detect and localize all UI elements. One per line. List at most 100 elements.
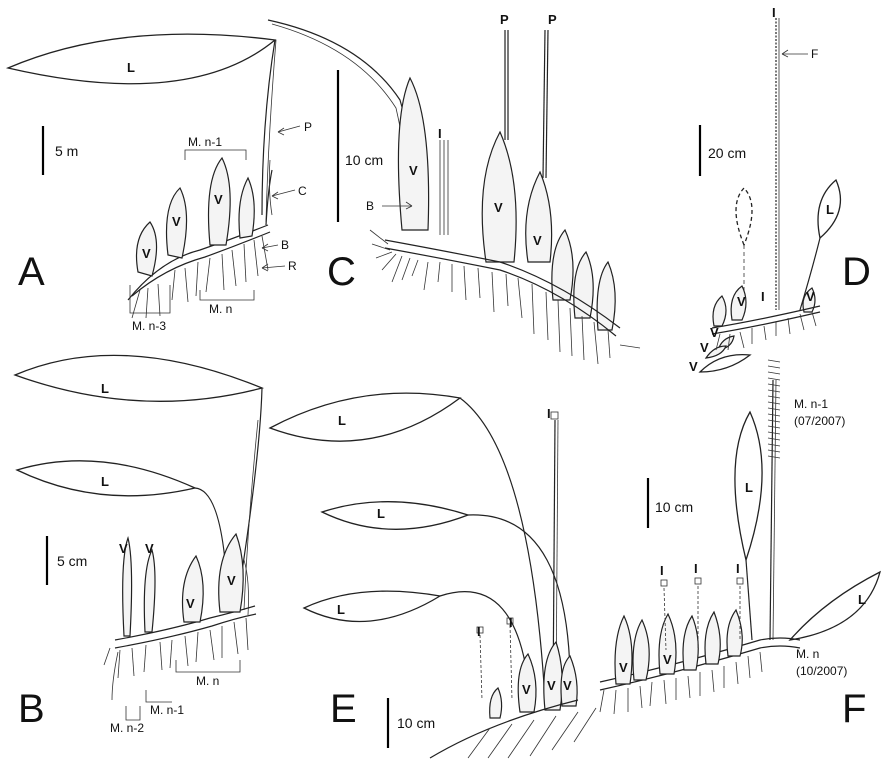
panel-a-sheath-label-1: V xyxy=(142,246,151,261)
panel-d-scale-label: 20 cm xyxy=(708,145,746,161)
panel-d-drawing xyxy=(700,18,840,372)
panel-e-scale-label: 10 cm xyxy=(397,715,435,731)
panel-c-sheath-label-2: V xyxy=(494,200,503,215)
panel-d-leaf-label: L xyxy=(826,202,834,217)
panel-b-sheath-3 xyxy=(183,556,204,622)
panel-e-sheath-label-3: V xyxy=(563,678,572,693)
panel-b-mn-label: M. n xyxy=(196,674,219,688)
panel-f-i-label-3: I xyxy=(736,561,740,576)
panel-f-leaf-label-right: L xyxy=(858,592,866,607)
panel-c-sheath-2 xyxy=(482,132,516,262)
panel-e-inflorescence-dashed-1 xyxy=(480,635,482,700)
panel-f-sheath-label-1: V xyxy=(619,660,628,675)
panel-c-p-label-2: P xyxy=(548,12,557,27)
panel-e-petiole-3 xyxy=(440,592,530,700)
panel-c-letter: C xyxy=(327,250,356,294)
panel-e-leaf-label-2: L xyxy=(377,506,385,521)
panel-a-leaf xyxy=(8,34,275,84)
panel-a-b-label: B xyxy=(281,238,289,252)
panel-c-inflorescence xyxy=(440,140,448,235)
panel-f-sheath-label-2: V xyxy=(663,652,672,667)
panel-b-leaf-1 xyxy=(15,355,262,401)
panel-b-letter: B xyxy=(18,687,45,731)
panel-e-leaf-label-1: L xyxy=(338,413,346,428)
panel-b-sheath-label-2: V xyxy=(145,541,154,556)
panel-f-letter: F xyxy=(842,687,866,731)
panel-a-sheath-label-3: V xyxy=(214,192,223,207)
panel-f-scale-label: 10 cm xyxy=(655,499,693,515)
panel-c-scale-label: 10 cm xyxy=(345,152,383,168)
panel-e-inflorescence-dashed-2 xyxy=(510,625,512,700)
panel-d-rhizome xyxy=(712,306,820,328)
panel-a-scale-label: 5 m xyxy=(55,143,78,159)
panel-d-sheath-label-2: V xyxy=(737,294,746,309)
panel-a-mn-label: M. n xyxy=(209,302,232,316)
panel-a-leaf-label: L xyxy=(127,60,135,75)
panel-d-i-label-top: I xyxy=(772,5,776,20)
panel-a-sheath-label-2: V xyxy=(172,214,181,229)
panel-b-mn1-label: M. n-1 xyxy=(150,703,184,717)
panel-b-sheath-label-1: V xyxy=(119,541,128,556)
panel-f-leaf-right xyxy=(790,572,880,640)
panel-e-drawing xyxy=(270,393,596,758)
panel-e-letter: E xyxy=(330,687,357,731)
panel-b-leaf-label-1: L xyxy=(101,381,109,396)
panel-f-leaf-label-upright: L xyxy=(745,480,753,495)
panel-d-f-arrow xyxy=(782,50,808,57)
panel-a-mn1-label: M. n-1 xyxy=(188,135,222,149)
panel-d-sheath-1 xyxy=(713,296,726,326)
panel-e-sheath-label-2: V xyxy=(547,678,556,693)
panel-f-mn-date: (10/2007) xyxy=(796,664,847,678)
panel-f-i-label-2: I xyxy=(694,561,698,576)
panel-b-sheath-2 xyxy=(144,550,155,632)
panel-f-mn1-label: M. n-1 xyxy=(794,397,828,411)
panel-f-mn1-date: (07/2007) xyxy=(794,414,845,428)
panel-e-leaf-1 xyxy=(270,393,460,441)
panel-b-sheath-label-4: V xyxy=(227,573,236,588)
panel-d-sheath-label-1: V xyxy=(710,325,719,340)
panel-f-sheath-2 xyxy=(633,620,649,680)
panel-b-drawing xyxy=(15,355,262,720)
panel-c-petiole-curved xyxy=(268,20,418,230)
panel-c-sheath-3 xyxy=(526,172,552,262)
panel-b-leaf-label-2: L xyxy=(101,474,109,489)
panel-f-mn-label: M. n xyxy=(796,647,819,661)
panel-c-b-label: B xyxy=(366,199,374,213)
panel-b-sheath-label-3: V xyxy=(186,596,195,611)
panel-b-scale-label: 5 cm xyxy=(57,553,87,569)
panel-d-sheath-label-5: V xyxy=(689,359,698,374)
panel-d-leaf-dashed xyxy=(736,188,752,245)
panel-d-f-label: F xyxy=(811,47,818,61)
panel-e-soil-hatching xyxy=(468,708,596,758)
panel-c-sheath-label-3: V xyxy=(533,233,542,248)
panel-a-c-label: C xyxy=(298,184,307,198)
panel-e-i-label-top: I xyxy=(547,406,551,421)
panel-d-sheath-label-4: V xyxy=(700,340,709,355)
panel-c-i-label: I xyxy=(438,126,442,141)
panel-e-i-label-1: I xyxy=(477,624,481,639)
panel-e-i-label-2: I xyxy=(509,615,513,630)
panel-d-i-label-bottom: I xyxy=(761,289,765,304)
panel-a-letter: A xyxy=(18,250,45,294)
panel-b-mn2-label: M. n-2 xyxy=(110,721,144,735)
panel-e-sheath-label-1: V xyxy=(522,682,531,697)
panel-e-leaf-label-3: L xyxy=(337,602,345,617)
panel-a-r-label: R xyxy=(288,259,297,273)
panel-d-sheath-label-3: V xyxy=(806,289,815,304)
panel-a-drawing xyxy=(8,34,276,318)
panel-e-leaf-2 xyxy=(322,502,468,530)
panel-c-p-label-1: P xyxy=(500,12,509,27)
panel-a-p-label: P xyxy=(304,120,312,134)
panel-d-letter: D xyxy=(842,250,871,294)
panel-e-petiole-1 xyxy=(460,398,545,700)
panel-a-mn3-label: M. n-3 xyxy=(132,319,166,333)
panel-c-drawing xyxy=(268,20,640,364)
panel-f-inflorescence xyxy=(770,380,773,640)
panel-c-sheath-1 xyxy=(398,78,428,230)
panel-e-leaf-3 xyxy=(304,591,440,621)
panel-c-petiole-2 xyxy=(543,30,545,178)
panel-f-inflorescence-spike xyxy=(768,360,780,458)
panel-f-i-label-1: I xyxy=(660,563,664,578)
panel-e-sheath-2 xyxy=(544,642,562,710)
